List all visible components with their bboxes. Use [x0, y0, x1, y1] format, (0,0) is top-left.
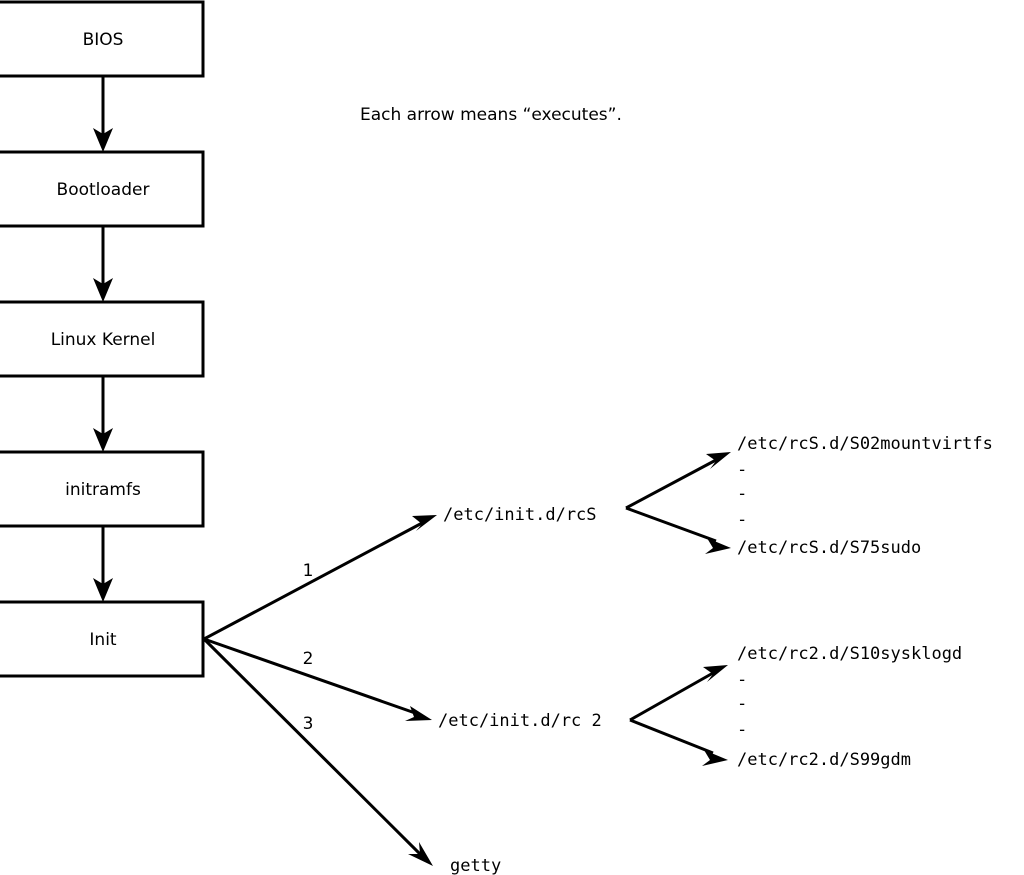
rc2-ellipsis-dash-1: - [737, 670, 747, 690]
init-fanout-arrows: 1 2 3 [202, 515, 437, 866]
rcs-ellipsis-dash-3: - [737, 510, 747, 530]
node-initramfs-box[interactable] [0, 450, 205, 528]
node-init-box[interactable] [0, 600, 205, 678]
node-bios-box[interactable] [0, 0, 205, 78]
edge-number-1: 1 [303, 561, 314, 581]
diagram-caption: Each arrow means “executes”. [360, 105, 622, 125]
label-rcs-last-script[interactable]: /etc/rcS.d/S75sudo [737, 538, 921, 558]
node-linux-kernel[interactable]: Linux Kernel [0, 300, 205, 378]
node-init-label: Init [89, 630, 117, 650]
arrow-init-to-rc2 [203, 637, 432, 721]
node-linux-kernel-box[interactable] [0, 300, 205, 378]
arrow-rcs-to-last-script [625, 506, 731, 554]
node-init[interactable]: Init [0, 600, 205, 678]
arrow-kernel-to-initramfs [93, 376, 113, 452]
rcs-ellipsis-dash-1: - [737, 460, 747, 480]
edge-number-3: 3 [303, 714, 314, 734]
node-linux-kernel-label: Linux Kernel [51, 330, 156, 350]
arrow-bootloader-to-kernel [93, 226, 113, 302]
node-bootloader-label: Bootloader [57, 180, 150, 200]
arrow-bios-to-bootloader [93, 76, 113, 152]
arrow-init-to-getty [202, 637, 433, 866]
arrow-rc2-to-first-script [629, 665, 728, 722]
node-initramfs[interactable]: initramfs [0, 450, 205, 528]
rcs-ellipsis-dash-2: - [737, 484, 747, 504]
arrow-initramfs-to-init [93, 526, 113, 602]
label-etc-init-d-rcs[interactable]: /etc/init.d/rcS [443, 505, 597, 525]
rcs-script-labels: /etc/rcS.d/S02mountvirtfs - - - /etc/rcS… [737, 434, 993, 558]
node-bootloader-box[interactable] [0, 150, 205, 228]
node-initramfs-label: initramfs [65, 480, 141, 500]
label-rc2-first-script[interactable]: /etc/rc2.d/S10sysklogd [737, 644, 962, 664]
label-etc-init-d-rc-2[interactable]: /etc/init.d/rc 2 [438, 711, 602, 731]
rc2-script-arrows [629, 665, 728, 766]
node-bios-label: BIOS [83, 30, 124, 50]
rc2-ellipsis-dash-2: - [737, 694, 747, 714]
rcs-script-arrows [625, 452, 731, 554]
label-rcs-first-script[interactable]: /etc/rcS.d/S02mountvirtfs [737, 434, 993, 454]
arrow-rc2-to-last-script [629, 718, 728, 766]
arrow-init-to-rcs [203, 515, 437, 641]
boot-chain-nodes: BIOS Bootloader Linux Kernel initramfs I… [0, 0, 205, 678]
label-getty[interactable]: getty [450, 856, 501, 875]
node-bios[interactable]: BIOS [0, 0, 205, 78]
node-bootloader[interactable]: Bootloader [0, 150, 205, 228]
rc2-ellipsis-dash-3: - [737, 720, 747, 740]
label-rc2-last-script[interactable]: /etc/rc2.d/S99gdm [737, 750, 911, 770]
boot-chain-arrows [93, 76, 113, 602]
arrow-rcs-to-first-script [625, 452, 731, 510]
edge-number-2: 2 [303, 649, 314, 669]
rc2-script-labels: /etc/rc2.d/S10sysklogd - - - /etc/rc2.d/… [737, 644, 962, 770]
